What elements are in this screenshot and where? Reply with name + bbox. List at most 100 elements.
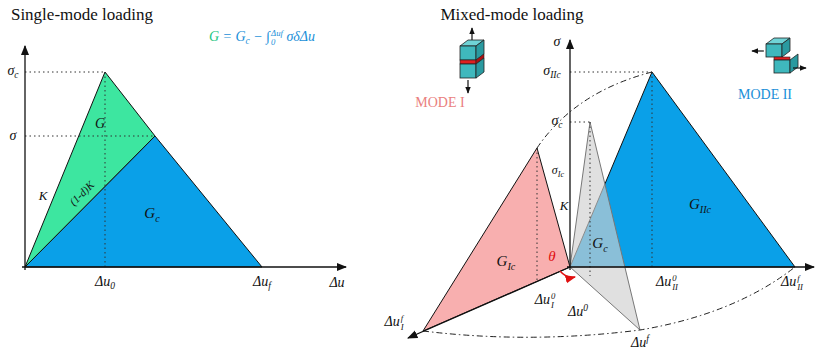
symbol: Δu — [631, 336, 646, 351]
index-pair: If — [401, 314, 404, 331]
dotted-guide — [590, 122, 591, 276]
subscript: II — [797, 283, 803, 292]
supscript: f — [646, 334, 649, 344]
y-axis — [24, 46, 25, 270]
axis-tick: Δuf — [631, 334, 649, 351]
axis-tick: ΔuII0 — [656, 274, 678, 291]
subscript: c — [155, 212, 160, 223]
symbol: − ∫ — [250, 29, 270, 44]
stiffness-label: K — [39, 189, 48, 203]
index-pair: II0 — [672, 274, 678, 291]
dotted-guide — [570, 122, 590, 123]
subscript: c — [558, 120, 562, 130]
axis-tick: Δu0 — [568, 303, 588, 320]
superscript: Δuf — [271, 29, 283, 38]
axis-title: Δu — [329, 275, 344, 290]
area-label: GIc — [497, 253, 516, 272]
dotted-guide — [105, 72, 106, 267]
symbol: Δu — [253, 274, 268, 289]
mode-one-icon — [460, 28, 484, 93]
dotted-guide — [25, 136, 155, 137]
dotted-guide — [537, 148, 538, 280]
symbol: σ — [543, 63, 550, 78]
symbol: Δu — [535, 292, 550, 307]
axis-tick: Δu0 — [95, 274, 115, 292]
dash-dot-envelope — [423, 267, 795, 337]
mode-label: MODE II — [738, 87, 792, 102]
axis-tick: Δuf — [253, 274, 271, 292]
index-pair: IIf — [797, 274, 803, 291]
subscript: c — [246, 36, 250, 46]
index-pair: 0Δuf — [271, 29, 283, 46]
dotted-guide — [570, 72, 652, 73]
symbol: G — [144, 205, 155, 221]
g-triangle — [25, 72, 155, 267]
y-axis — [569, 40, 570, 270]
axis-tick: σIc — [552, 164, 564, 180]
subscript: c — [603, 242, 608, 253]
dash-dot-envelope — [537, 72, 652, 148]
superscript: f — [797, 274, 803, 283]
axis-tick: ΔuI0 — [535, 292, 556, 309]
subscript: c — [14, 70, 18, 80]
axis-tick: ΔuIIf — [781, 274, 803, 291]
mode-two-axis — [567, 266, 814, 267]
dotted-guide — [652, 72, 653, 267]
angle-label: θ — [548, 248, 555, 265]
mode-one-axis — [408, 267, 570, 338]
axis-tick: σIIc — [543, 63, 560, 81]
area-label: GIIc — [689, 196, 711, 215]
symbol: σ — [551, 113, 558, 128]
subscript: II — [672, 283, 678, 292]
subscript: Ic — [507, 260, 515, 271]
axis-title: σ — [554, 34, 561, 49]
mode-one-triangle — [423, 148, 570, 331]
axis-tick: σ — [10, 128, 17, 143]
dotted-guide — [25, 72, 105, 73]
panel-title: Mixed-mode loading — [440, 6, 583, 25]
symbol: σ — [552, 163, 558, 177]
symbol: G — [689, 196, 700, 212]
symbol: = G — [219, 29, 246, 44]
subscript: Ic — [558, 170, 564, 179]
stiffness-label: K — [560, 199, 569, 213]
index-pair: I0 — [551, 292, 555, 309]
theta-arc — [560, 271, 575, 277]
supscript: 0 — [583, 303, 588, 313]
symbol: Δu — [384, 314, 399, 329]
panel-title: Single-mode loading — [11, 6, 153, 25]
mode-two-icon — [752, 38, 806, 73]
symbol: σδΔu — [283, 29, 315, 44]
area-label: G — [95, 116, 105, 131]
symbol: Δu — [95, 274, 110, 289]
superscript: 0 — [551, 292, 555, 301]
mode-label: MODE I — [415, 95, 464, 110]
axis-tick: ΔuIf — [384, 314, 403, 331]
symbol: Δu — [568, 304, 583, 319]
subscript: IIc — [700, 203, 711, 214]
symbol: Δu — [781, 274, 796, 289]
symbol: G — [209, 29, 219, 44]
area-label: Gc — [592, 235, 607, 254]
superscript: 0 — [672, 274, 678, 283]
subscript: IIc — [550, 70, 561, 80]
superscript: f — [401, 314, 404, 323]
subscript: 0 — [110, 281, 115, 291]
subscript: f — [268, 281, 271, 291]
subscript: 0 — [271, 38, 283, 47]
symbol: G — [497, 253, 508, 269]
symbol: Δu — [656, 274, 671, 289]
mixed-mode-triangle — [570, 122, 640, 330]
symbol: G — [592, 235, 603, 251]
subscript: I — [551, 301, 555, 310]
energy-formula: G = Gc − ∫0Δuf σδΔu — [209, 29, 315, 47]
single-mode-plot — [22, 46, 346, 270]
area-label: Gc — [144, 205, 159, 224]
x-axis — [22, 266, 346, 267]
mixed-mode-plot — [408, 40, 814, 338]
subscript: I — [401, 323, 404, 332]
axis-tick: σc — [7, 63, 18, 81]
symbol: σ — [7, 63, 14, 78]
